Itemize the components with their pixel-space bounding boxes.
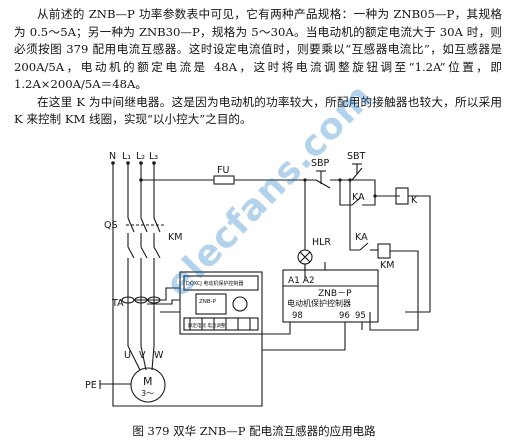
v-to-motor xyxy=(140,345,147,371)
label-km: KM xyxy=(168,232,182,243)
fu-fuse xyxy=(213,175,235,185)
label-k: K xyxy=(411,195,418,206)
node-l2 xyxy=(139,178,143,182)
znb-unit-box xyxy=(282,269,379,323)
t96-return xyxy=(262,335,346,351)
motor-circle xyxy=(130,367,166,403)
label-fu: FU xyxy=(217,165,229,176)
label-motor-m: M xyxy=(143,375,153,388)
return-to-n xyxy=(168,334,263,407)
paragraph-1: 从前述的 ZNB—P 功率参数表中可见，它有两种产品规格：一种为 ZNB05—P… xyxy=(14,7,502,91)
node-k xyxy=(373,194,377,198)
znb-device-display xyxy=(195,293,227,315)
km-return xyxy=(369,250,419,331)
label-motor-phase: 3～ xyxy=(141,389,154,398)
label-sbt: SBT xyxy=(347,151,366,162)
label-a1a2: A1 A2 xyxy=(288,276,315,286)
paragraph-2: 在这里 K 为中间继电器。这是因为电动机的功率较大，所配用的接触器也较大，所以采… xyxy=(14,94,502,127)
ta-wire-2 xyxy=(147,299,180,305)
label-km-coil: KM xyxy=(380,260,394,271)
label-unit-model: ZNB－P xyxy=(318,289,352,299)
label-ka-1: KA xyxy=(352,192,365,203)
label-dev-line: 额定电流 电流调整 xyxy=(188,322,226,329)
label-v: V xyxy=(139,350,146,361)
node-ka xyxy=(338,178,342,182)
w-to-motor xyxy=(151,345,155,371)
znb-adjust-knob xyxy=(232,296,248,312)
label-t96: 96 xyxy=(339,311,350,321)
label-sbp: SBP xyxy=(311,158,330,169)
sbt-out xyxy=(362,179,400,197)
dot-l2 xyxy=(139,161,143,165)
ka-hold-in xyxy=(339,180,352,206)
ka-km-in xyxy=(349,180,360,251)
hlr-cross-2 xyxy=(299,251,311,263)
ka-km-contact xyxy=(359,242,369,251)
km-coil xyxy=(377,243,391,259)
label-l3: L₃ xyxy=(149,151,158,162)
label-l1: L₁ xyxy=(122,151,131,162)
label-n: N xyxy=(109,151,116,162)
label-dev-brand: ZNB-P xyxy=(199,299,217,305)
label-t98: 98 xyxy=(292,311,303,321)
znb-device xyxy=(179,271,263,335)
ta-wire-1 xyxy=(134,287,180,301)
dot-l3 xyxy=(152,161,156,165)
dot-l1 xyxy=(126,161,130,165)
n-line xyxy=(112,180,168,407)
km-contact-3 xyxy=(153,246,161,259)
label-hlr: HLR xyxy=(312,237,331,248)
u-to-motor xyxy=(127,345,141,371)
label-unit-name: 电动机保护控制器 xyxy=(287,298,351,308)
label-pe: PE xyxy=(85,380,97,391)
node-ka2 xyxy=(348,178,352,182)
label-l2: L₂ xyxy=(136,151,145,162)
ka-hold-out xyxy=(362,196,376,206)
label-qs: QS xyxy=(104,220,118,231)
znb-device-bottom-panel xyxy=(183,317,259,331)
label-ta: TA xyxy=(111,298,124,309)
ka-hold-contact xyxy=(351,197,361,206)
label-ka-2: KA xyxy=(355,232,368,243)
label-dev-top: DQXCJ 电动机保护控制器 xyxy=(186,280,243,287)
figure-caption: 图 379 双华 ZNB—P 配电流互感器的应用电路 xyxy=(132,424,376,438)
node-hlr xyxy=(303,178,307,182)
znb-device-top-panel xyxy=(183,275,259,291)
label-w: W xyxy=(154,350,164,361)
label-t95: 95 xyxy=(355,311,366,321)
body-text: 从前述的 ZNB—P 功率参数表中可见，它有两种产品规格：一种为 ZNB05—P… xyxy=(14,6,502,129)
t98-lead xyxy=(262,322,291,335)
sbp-contact xyxy=(315,179,331,189)
dot-n xyxy=(111,161,115,165)
km-contact-1 xyxy=(127,246,135,259)
km-contact-2 xyxy=(140,246,148,259)
label-u: U xyxy=(124,350,131,361)
